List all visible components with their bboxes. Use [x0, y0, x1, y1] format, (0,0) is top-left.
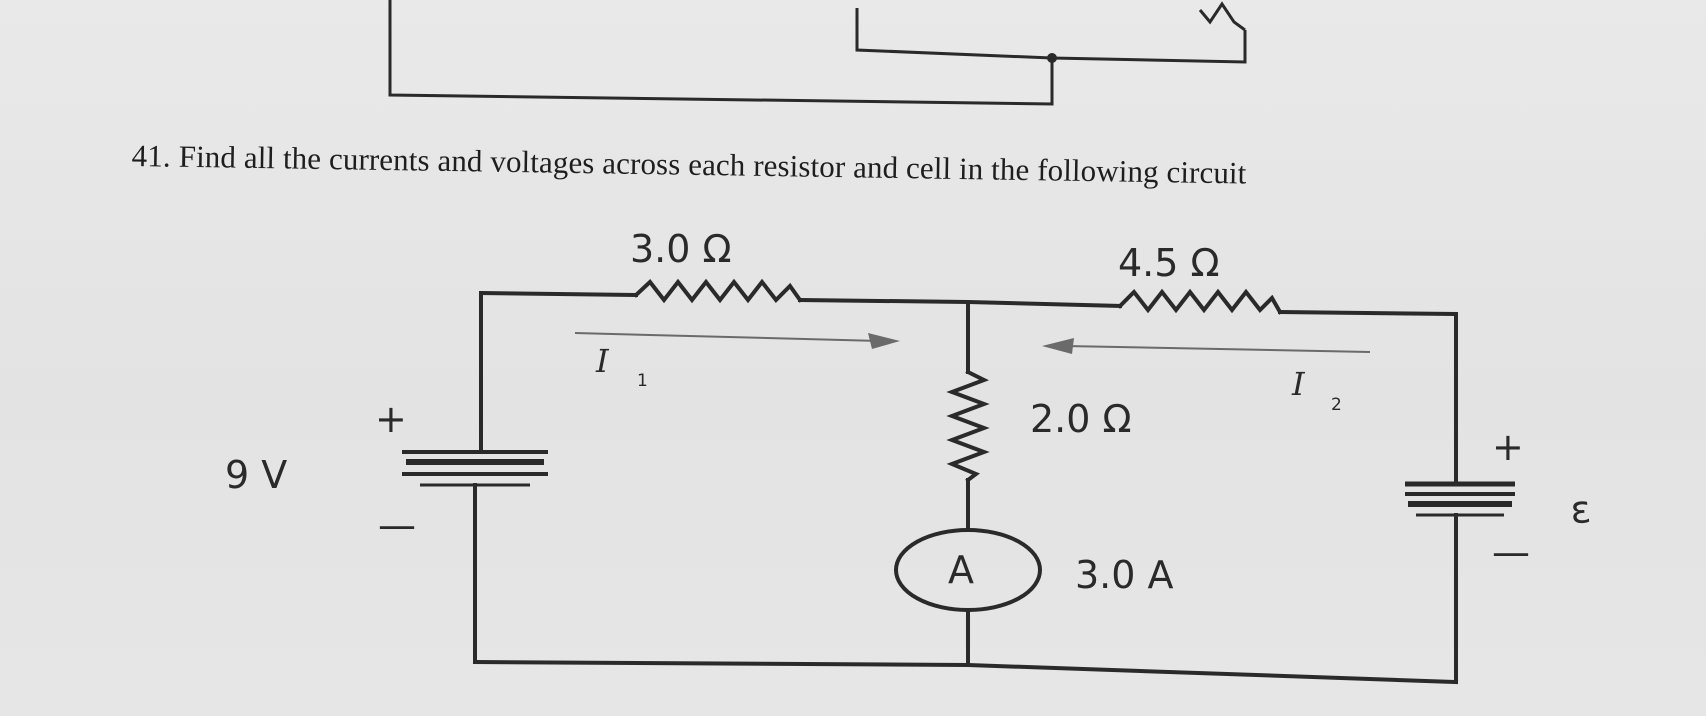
- resistor-3ohm: [633, 278, 803, 304]
- label-ammeter-reading: 3.0 A: [1075, 553, 1174, 597]
- label-3ohm: 3.0 Ω: [630, 227, 732, 271]
- label-emf: ε: [1569, 487, 1593, 532]
- battery-right: [1405, 478, 1515, 522]
- current-label-2: I 2: [1291, 365, 1342, 415]
- label-4-5ohm: 4.5 Ω: [1118, 241, 1220, 285]
- current-1-letter: I: [595, 342, 610, 380]
- previous-problem-circuit: [388, 0, 1247, 106]
- label-2ohm: 2.0 Ω: [1030, 397, 1132, 441]
- battery-left: [402, 418, 548, 498]
- left-plus-sign: +: [375, 397, 407, 441]
- right-minus-sign: —: [1492, 530, 1530, 574]
- left-minus-sign: —: [378, 503, 416, 547]
- current-arrow-2: [1042, 338, 1371, 354]
- question-number: 41.: [131, 138, 172, 174]
- resistor-4-5ohm: [1117, 288, 1283, 315]
- resistor-2ohm: [946, 369, 990, 483]
- ammeter: [894, 528, 1042, 612]
- label-ammeter-symbol: A: [948, 548, 974, 592]
- current-2-subscript: 2: [1331, 395, 1342, 415]
- current-label-1: I 1: [595, 342, 648, 391]
- current-1-subscript: 1: [637, 371, 648, 391]
- right-plus-sign: +: [1492, 425, 1524, 469]
- current-2-letter: I: [1291, 365, 1306, 403]
- current-arrow-1: [574, 332, 900, 349]
- circuit-wires: [472, 290, 1459, 685]
- label-9v: 9 V: [225, 453, 287, 497]
